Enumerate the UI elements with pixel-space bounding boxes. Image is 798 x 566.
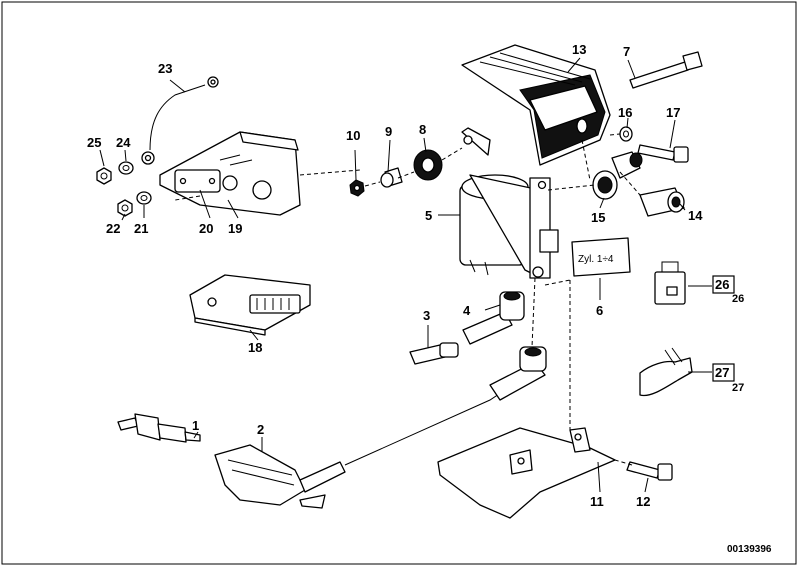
bolt-12-part [626,461,673,481]
callout-3: 3 [423,308,430,323]
grommet-parts [349,149,443,197]
coil-cover-part [461,44,611,166]
cylinder-label-part: Zyl. 1÷4 [571,237,631,277]
callout-19: 19 [228,221,242,236]
hardware-nuts [96,161,152,217]
callout-6: 6 [596,303,603,318]
callout-27-sub: 27 [732,382,744,394]
callout-26-box [712,275,735,294]
callout-27: 27 [715,365,729,380]
callout-23: 23 [158,61,172,76]
callout-25: 25 [87,135,101,150]
spark-plug-boot-part [214,346,547,509]
callout-27-box [712,363,735,382]
mounting-plate-part [437,427,616,519]
callout-18: 18 [248,340,262,355]
callout-11: 11 [590,494,604,509]
ignition-coil-part [459,127,559,279]
leader-lines [99,57,712,493]
callout-14: 14 [688,208,703,223]
callout-24: 24 [116,135,131,150]
callout-20: 20 [199,221,213,236]
bolt-parts [619,51,703,163]
callout-22: 22 [106,221,120,236]
callout-9: 9 [385,124,392,139]
callout-17: 17 [666,105,680,120]
callout-13: 13 [572,42,586,57]
callout-2: 2 [257,422,264,437]
callout-12: 12 [636,494,650,509]
callout-16: 16 [618,105,632,120]
ground-strap-part [141,76,219,165]
document-id: 00139396 [727,544,772,555]
plug-parts [409,291,525,365]
callout-26-sub: 26 [732,293,744,305]
callout-7: 7 [623,44,630,59]
callouts: 23 25 24 22 21 20 19 18 10 9 8 13 7 16 1… [87,42,744,509]
connector-parts [592,151,685,217]
bracket-part [159,131,301,216]
control-unit-part [189,274,311,336]
callout-15: 15 [591,210,605,225]
callout-4: 4 [463,303,471,318]
spark-plug-part [117,413,201,443]
callout-1: 1 [192,418,199,433]
callout-21: 21 [134,221,148,236]
callout-26: 26 [715,277,729,292]
label-text: Zyl. 1÷4 [578,254,614,265]
callout-10: 10 [346,128,360,143]
callout-5: 5 [425,208,432,223]
callout-8: 8 [419,122,426,137]
